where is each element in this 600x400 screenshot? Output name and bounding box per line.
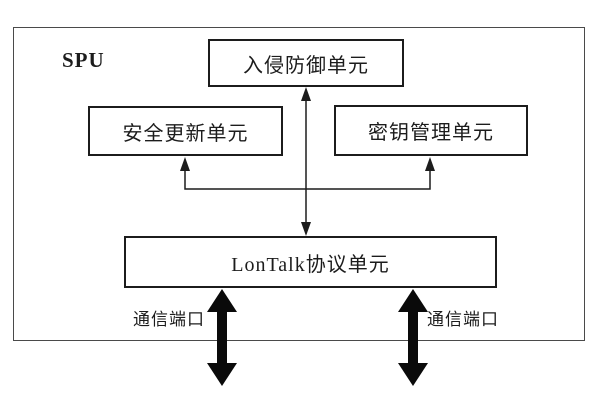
box-lontalk-protocol-label: LonTalk协议单元 xyxy=(231,253,390,276)
box-lontalk-protocol-unit: LonTalk协议单元 xyxy=(124,236,497,288)
spu-boundary-box xyxy=(13,27,585,341)
box-intrusion-prevention-label: 入侵防御单元 xyxy=(243,54,369,77)
box-security-update-label: 安全更新单元 xyxy=(122,122,249,145)
spu-label: SPU xyxy=(62,48,105,72)
comm-port-label-right: 通信端口 xyxy=(427,310,499,329)
comm-port-label-left: 通信端口 xyxy=(133,310,205,329)
box-intrusion-prevention-unit: 入侵防御单元 xyxy=(208,39,404,87)
box-key-management-label: 密钥管理单元 xyxy=(368,122,494,144)
box-security-update-unit: 安全更新单元 xyxy=(88,106,283,156)
box-key-management-unit: 密钥管理单元 xyxy=(334,105,528,156)
